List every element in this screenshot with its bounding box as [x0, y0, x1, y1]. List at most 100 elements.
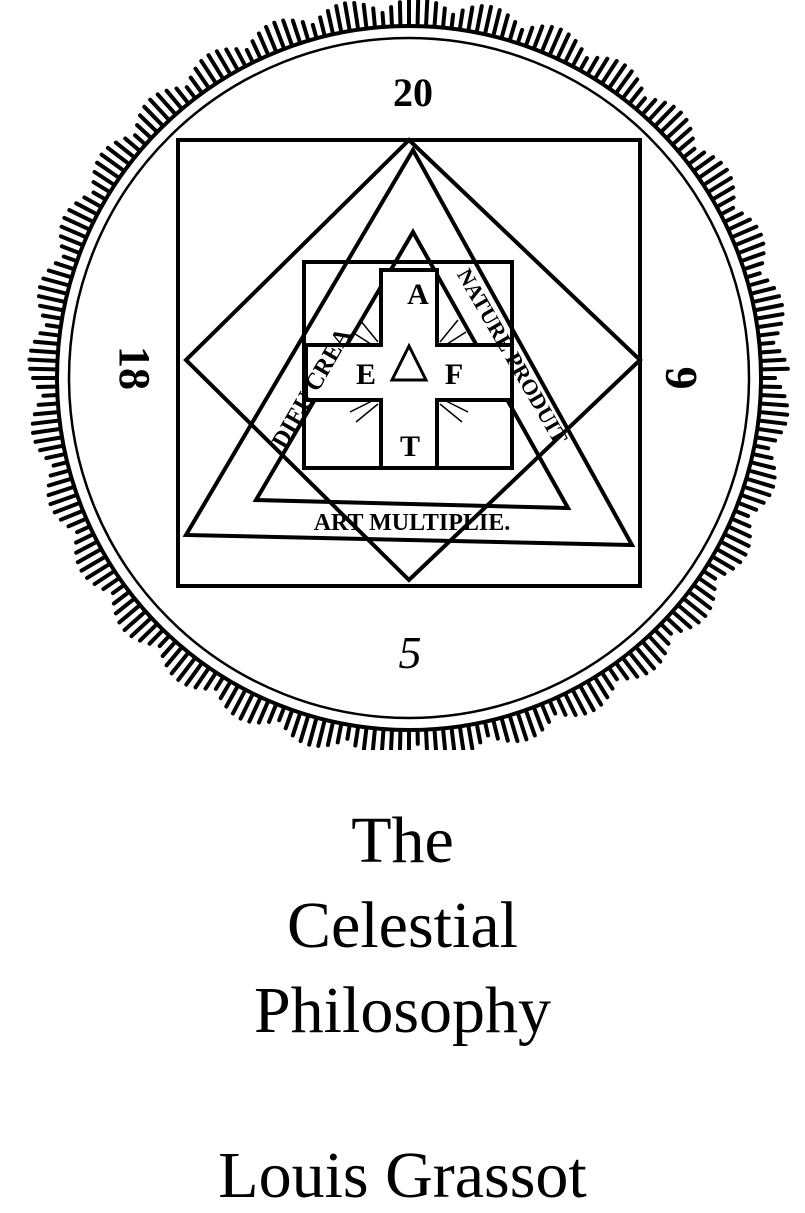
serration-stroke [728, 525, 752, 539]
number-top: 20 [393, 70, 433, 115]
serration-stroke [256, 31, 270, 56]
serration-stroke [244, 47, 255, 63]
serration-stroke [615, 662, 630, 681]
serration-stroke [316, 719, 327, 748]
serration-stroke [113, 597, 135, 616]
serration-stroke [82, 195, 102, 208]
serration-stroke [556, 32, 571, 59]
serration-stroke [40, 313, 63, 321]
serration-stroke [593, 56, 610, 80]
outer-triangle [182, 145, 636, 548]
serration-stroke [290, 18, 302, 44]
serration-stroke [754, 303, 784, 312]
serration-stroke [62, 215, 90, 231]
serration-stroke [307, 717, 318, 747]
serration-stroke [734, 232, 763, 247]
serration-stroke [169, 652, 190, 676]
triangle-base-text: ART MULTIPLIE. [314, 510, 511, 536]
title-line-3: Philosophy [253, 974, 552, 1047]
serration-stroke [75, 548, 102, 565]
serration-stroke [155, 92, 177, 115]
serration-stroke [707, 176, 733, 194]
serration-stroke [415, 0, 421, 27]
seal-emblem: A E F T DIEU CREA NATURE PRODUIT ART MUL… [27, 0, 790, 750]
serration-stroke [424, 0, 430, 27]
serration-stroke [61, 254, 78, 263]
serration-stroke [110, 584, 125, 596]
serration-stroke [548, 27, 563, 56]
serration-stroke [283, 709, 294, 731]
serration-stroke [206, 53, 225, 80]
serration-stroke [129, 617, 152, 639]
number-right: 6 [655, 367, 706, 390]
serration-stroke [298, 715, 310, 744]
letter-left: E [356, 358, 376, 391]
serration-stroke [508, 20, 518, 41]
serration-stroke [648, 100, 667, 121]
central-triangle [389, 342, 429, 382]
serration-stroke [724, 211, 744, 224]
serration-stroke [138, 623, 158, 643]
serration-stroke [648, 635, 667, 656]
serration-stroke [760, 366, 790, 372]
serration-stroke [91, 180, 111, 194]
serration-stroke [264, 25, 278, 53]
serration-stroke [731, 517, 752, 529]
serration-stroke [95, 160, 120, 179]
serration-stroke [754, 444, 771, 451]
serration-stroke [59, 244, 80, 255]
serration-stroke [716, 548, 743, 565]
serration-stroke [641, 98, 658, 115]
serration-stroke [38, 303, 64, 312]
serration-stroke [184, 662, 203, 687]
serration-stroke [703, 167, 729, 186]
serration-stroke [571, 47, 584, 67]
serration-stroke [563, 693, 578, 717]
serration-stroke [759, 340, 776, 346]
serration-stroke [635, 646, 656, 671]
serration-stroke [92, 570, 115, 586]
serration-stroke [432, 1, 439, 27]
serration-stroke [52, 501, 80, 515]
serration-stroke [148, 97, 170, 121]
serration-stroke [475, 4, 484, 33]
serration-stroke [371, 6, 377, 28]
serration-stroke [703, 570, 718, 581]
serration-stroke [105, 145, 130, 166]
serration-stroke [234, 47, 247, 67]
serration-stroke [491, 8, 502, 37]
serration-stroke [122, 610, 146, 632]
title-line-1: The [351, 804, 454, 877]
serration-stroke [449, 12, 456, 29]
serration-stroke [67, 208, 94, 224]
serration-stroke [184, 85, 197, 99]
serration-stroke [174, 86, 190, 104]
serration-stroke [608, 63, 627, 89]
serration-stroke [748, 469, 777, 480]
serration-stroke [389, 5, 394, 27]
serration-stroke [746, 271, 762, 279]
serration-stroke [46, 268, 72, 279]
serration-stroke [720, 205, 736, 216]
serration-stroke [740, 251, 766, 263]
serration-stroke [135, 123, 152, 139]
serration-stroke [99, 152, 125, 172]
serration-stroke [698, 160, 723, 179]
serration-stroke [199, 59, 217, 84]
serration-stroke [579, 56, 589, 71]
serration-stroke [38, 444, 64, 453]
serration-stroke [325, 9, 335, 35]
serration-stroke [483, 5, 493, 35]
serration-stroke [176, 657, 197, 682]
serration-stroke [524, 25, 535, 47]
serration-stroke [74, 540, 98, 555]
serration-stroke [724, 532, 751, 548]
serration-stroke [66, 517, 87, 529]
serration-stroke [28, 366, 58, 372]
serration-stroke [748, 278, 770, 287]
serration-stroke [516, 712, 529, 742]
number-bottom: 5 [399, 627, 422, 678]
serration-stroke [335, 723, 343, 745]
serration-stroke [628, 652, 649, 676]
serration-stroke [36, 401, 58, 407]
